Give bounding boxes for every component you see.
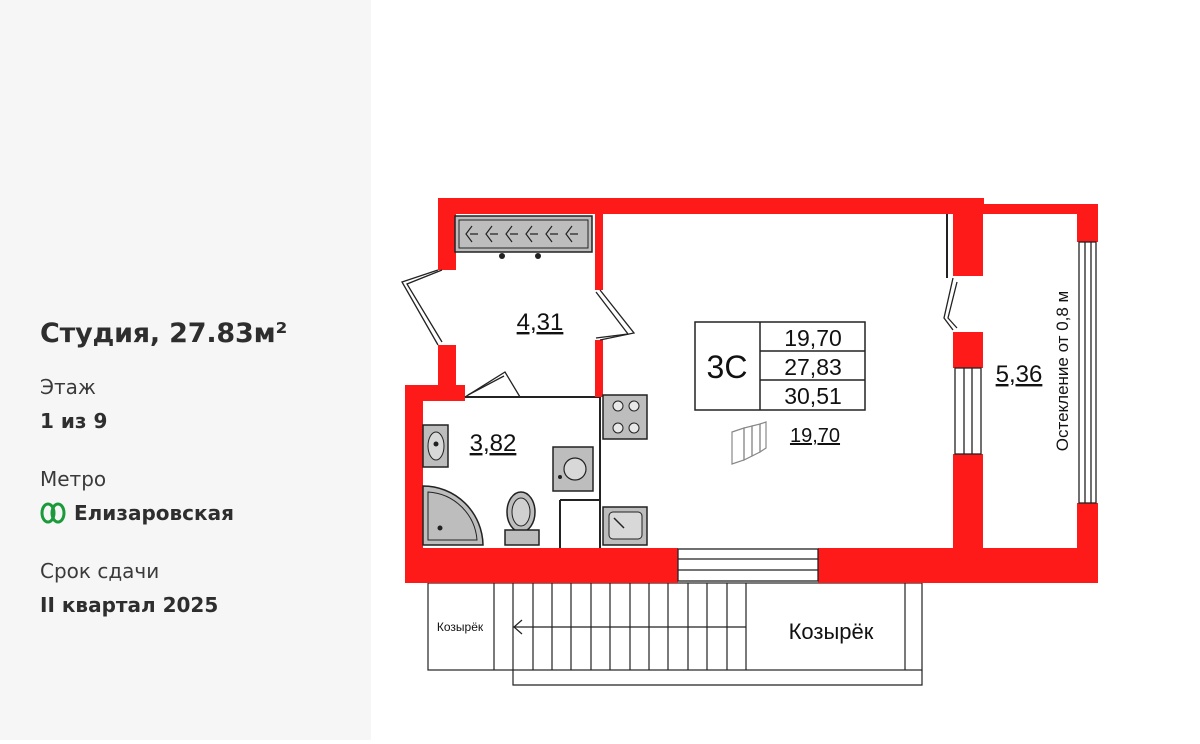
summary-total-area: 27,83 bbox=[784, 354, 842, 380]
summary-living-area: 19,70 bbox=[784, 325, 842, 351]
apartment-type: 3С bbox=[707, 349, 748, 385]
metro-station-name: Елизаровская bbox=[74, 501, 234, 525]
radiator-icon bbox=[731, 421, 767, 465]
wardrobe bbox=[454, 215, 593, 259]
metro-label: Метро bbox=[40, 467, 107, 491]
area-summary-box bbox=[694, 321, 866, 411]
hallway-area: 4,31 bbox=[517, 309, 564, 336]
stove bbox=[602, 394, 648, 440]
shower-tray bbox=[422, 485, 484, 546]
sink-bathroom bbox=[422, 424, 449, 468]
walls bbox=[405, 198, 1098, 583]
floor-plan-drawing: 3С 19,70 27,83 30,51 4,31 3,82 19,70 5,3… bbox=[401, 198, 1098, 686]
floor-value: 1 из 9 bbox=[40, 409, 108, 433]
glazing-note: Остекление от 0,8 м bbox=[1053, 291, 1072, 451]
summary-total-with-balcony: 30,51 bbox=[784, 383, 842, 409]
metro-station: Елизаровская bbox=[40, 501, 360, 525]
kitchen-sink bbox=[602, 506, 648, 546]
deadline-value: II квартал 2025 bbox=[40, 593, 219, 617]
floor-plan: 3С 19,70 27,83 30,51 4,31 3,82 19,70 5,3… bbox=[371, 0, 1200, 740]
deadline-label: Срок сдачи bbox=[40, 559, 160, 583]
floor-label: Этаж bbox=[40, 375, 96, 399]
balcony-area: 5,36 bbox=[996, 361, 1043, 388]
stairs bbox=[427, 582, 923, 686]
apartment-title: Студия, 27.83м² bbox=[40, 318, 288, 349]
canopy-label-left: Козырёк bbox=[437, 620, 484, 634]
metro-icon bbox=[40, 502, 66, 524]
info-panel: Студия, 27.83м² Этаж 1 из 9 Метро Елизар… bbox=[0, 0, 371, 740]
bathroom-area: 3,82 bbox=[470, 430, 517, 457]
washing-machine bbox=[552, 446, 594, 492]
windows bbox=[677, 241, 1097, 582]
living-room-area: 19,70 bbox=[790, 425, 840, 447]
canopy-label-right: Козырёк bbox=[789, 619, 874, 644]
toilet bbox=[504, 491, 540, 546]
doors bbox=[401, 269, 958, 398]
apartment-info: Студия, 27.83м² Этаж 1 из 9 Метро Елизар… bbox=[40, 318, 360, 651]
